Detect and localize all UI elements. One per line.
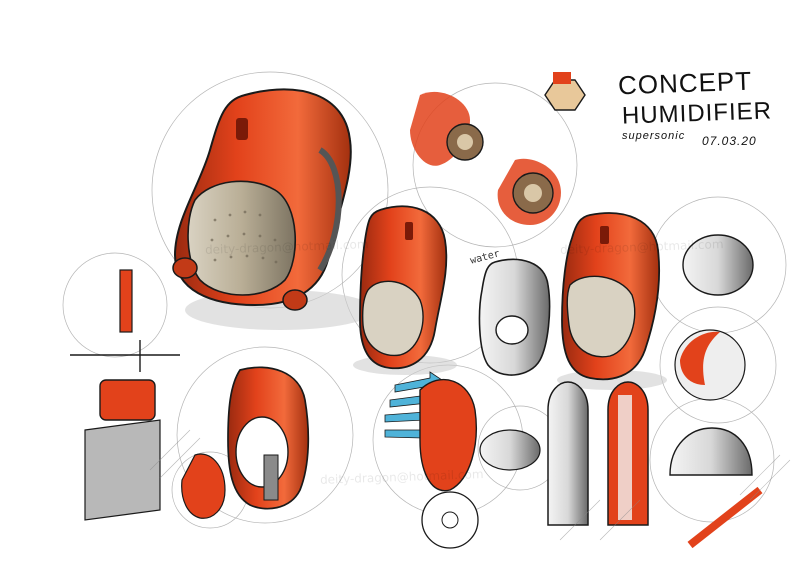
date-label: 07.03.20 (702, 134, 757, 148)
right-detail-sketches (669, 234, 763, 549)
white-humidifier-sketch (478, 258, 551, 376)
main-humidifier-sketch (172, 88, 375, 330)
wall-mount-sketch (70, 269, 180, 521)
subtitle: supersonic (622, 130, 686, 142)
tank-sketches (479, 381, 649, 526)
right-humidifier-sketch (557, 212, 667, 390)
middle-humidifier-sketch (353, 205, 457, 375)
strap-humidifier-sketch (181, 366, 310, 519)
side-panel-sketch (419, 379, 479, 549)
title-line-2: HUMIDIFIER (621, 97, 773, 130)
shading-hatch (149, 429, 791, 541)
title-line-1: CONCEPT (617, 65, 753, 101)
nozzle-detail-sketches (410, 72, 586, 225)
